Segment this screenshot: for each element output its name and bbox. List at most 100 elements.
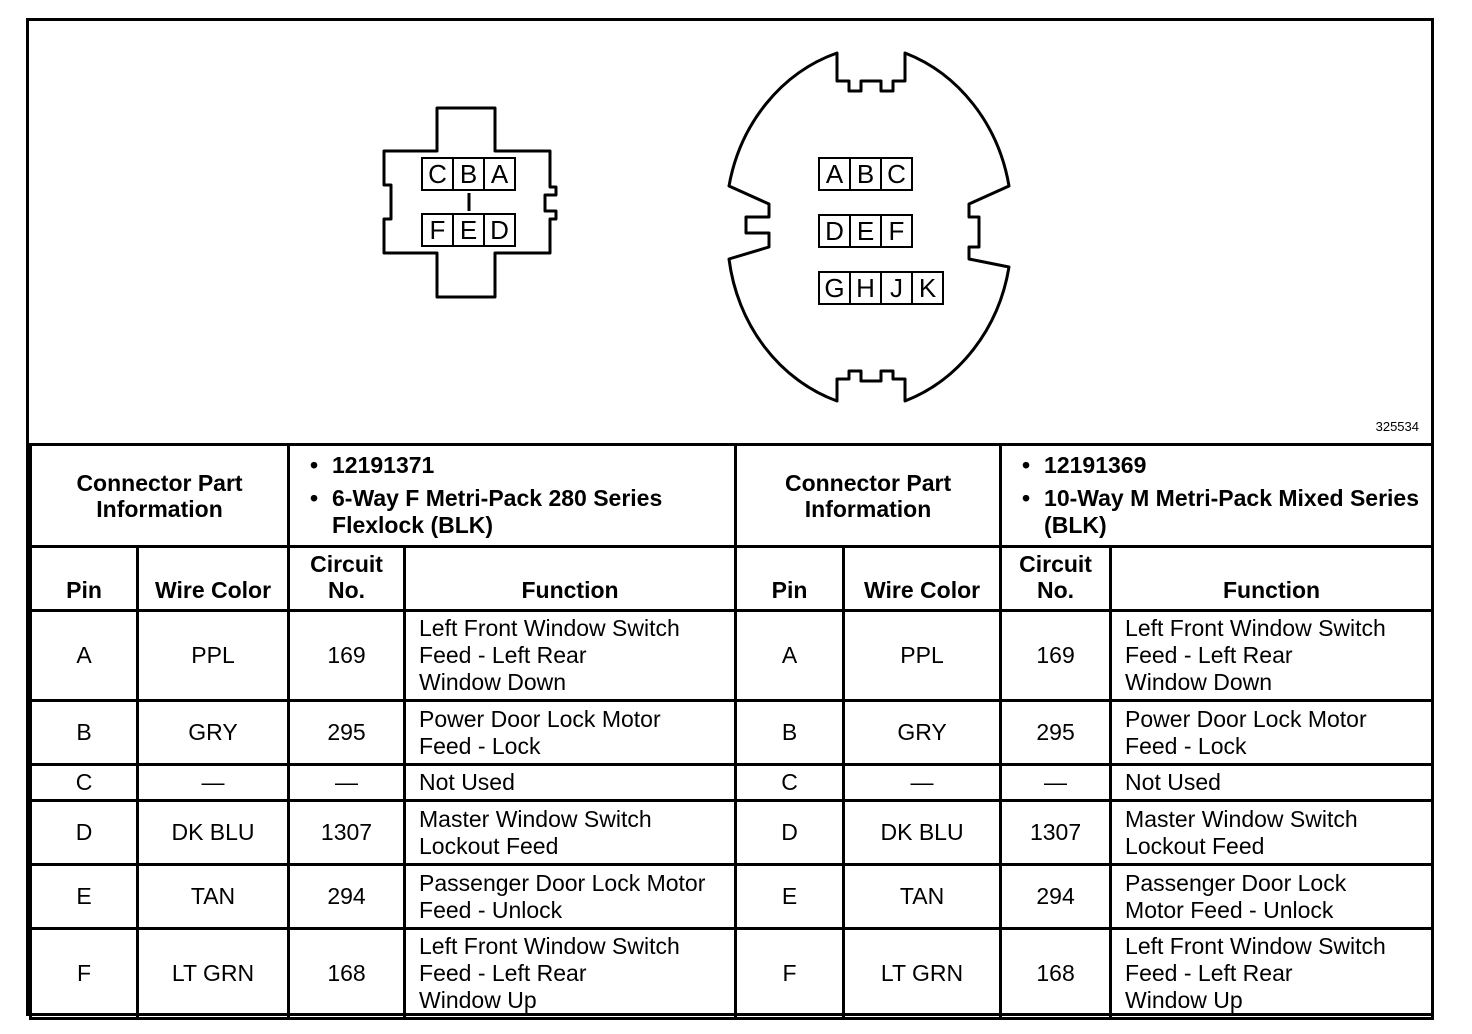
header-pin: Pin <box>734 545 846 612</box>
function-line: Feed - Left Rear <box>419 642 587 668</box>
right-pin-label-h: H <box>856 273 875 303</box>
circuit-cell: 294 <box>287 863 407 930</box>
header-wire-color: Wire Color <box>842 545 1003 612</box>
right-connector-part-label: Connector Part Information <box>734 443 1003 548</box>
left-connector-info: 12191371 6-Way F Metri-Pack 280 Series F… <box>287 443 738 548</box>
left-pin-label-b: B <box>460 159 477 189</box>
circuit-cell: 294 <box>999 863 1113 930</box>
wire-color-cell: PPL <box>842 609 1003 702</box>
figure-id: 325534 <box>1375 419 1419 434</box>
right-pin-label-g: G <box>824 273 844 303</box>
pin-cell: F <box>734 927 846 1020</box>
wire-color-cell: GRY <box>842 699 1003 766</box>
pin-cell: E <box>29 863 139 930</box>
function-line: Feed - Lock <box>1125 732 1247 759</box>
right-pin-label-c: C <box>887 159 906 189</box>
header-function: Function <box>1109 545 1435 612</box>
wire-color-cell: — <box>135 763 291 802</box>
function-line: Motor Feed - Unlock <box>1125 896 1334 923</box>
function-line: Left Front Window Switch <box>1125 933 1386 959</box>
function-line: Window Down <box>1125 669 1273 695</box>
right-pin-cavity-k <box>911 271 944 305</box>
function-line: Window Down <box>419 669 567 695</box>
pin-cell: E <box>734 863 846 930</box>
pin-cell: C <box>734 763 846 802</box>
right-pin-label-f: F <box>889 216 905 246</box>
function-line: Master Window Switch <box>1125 805 1358 832</box>
wire-color-cell: PPL <box>135 609 291 702</box>
wire-color-cell: TAN <box>135 863 291 930</box>
pin-cell: B <box>29 699 139 766</box>
right-pin-label-e: E <box>857 216 874 246</box>
pin-cell: A <box>734 609 846 702</box>
left-pin-label-c: C <box>428 159 447 189</box>
pin-cell: A <box>29 609 139 702</box>
function-line: Not Used <box>1125 769 1221 795</box>
function-line: Feed - Lock <box>419 732 541 759</box>
header-function: Function <box>403 545 738 612</box>
right-connector-outline <box>727 51 1011 403</box>
function-line: Master Window Switch <box>419 805 652 832</box>
wire-color-cell: DK BLU <box>135 799 291 866</box>
function-line: Window Up <box>419 987 537 1013</box>
right-pin-label-k: K <box>919 273 937 303</box>
function-line: Feed - Left Rear <box>1125 960 1293 986</box>
right-pin-label-j: J <box>890 273 903 303</box>
function-line: Not Used <box>419 769 515 795</box>
circuit-cell: 169 <box>287 609 407 702</box>
circuit-cell: 168 <box>287 927 407 1020</box>
pin-cell: F <box>29 927 139 1020</box>
function-line: Feed - Left Rear <box>419 960 587 986</box>
function-line: Left Front Window Switch <box>1125 615 1386 641</box>
wire-color-cell: — <box>842 763 1003 802</box>
wire-color-cell: GRY <box>135 699 291 766</box>
right-pin-label-d: D <box>825 216 844 246</box>
pin-cell: C <box>29 763 139 802</box>
pinout-table: Connector Part Information 12191371 6-Wa… <box>28 443 1435 1020</box>
header-pin: Pin <box>29 545 139 612</box>
circuit-cell: 1307 <box>287 799 407 866</box>
right-pin-cavity-c <box>880 157 913 191</box>
circuit-cell: 295 <box>287 699 407 766</box>
function-cell: Not Used <box>403 763 738 802</box>
function-line: Power Door Lock Motor <box>419 705 661 732</box>
right-part-number: 12191369 <box>1002 452 1431 479</box>
pin-cell: D <box>29 799 139 866</box>
circuit-cell: — <box>287 763 407 802</box>
wire-color-cell: TAN <box>842 863 1003 930</box>
right-pin-label-a: A <box>826 159 844 189</box>
function-line: Window Up <box>1125 987 1243 1013</box>
circuit-cell: 169 <box>999 609 1113 702</box>
circuit-cell: — <box>999 763 1113 802</box>
function-line: Lockout Feed <box>419 832 559 859</box>
function-line: Left Front Window Switch <box>419 615 680 641</box>
left-connector-description: 6-Way F Metri-Pack 280 Series Flexlock (… <box>290 485 734 539</box>
left-part-number: 12191371 <box>290 452 734 479</box>
header-wire-color: Wire Color <box>135 545 291 612</box>
left-pin-label-d: D <box>490 215 509 245</box>
circuit-cell: 168 <box>999 927 1113 1020</box>
left-connector-outline <box>382 106 558 299</box>
function-line: Power Door Lock Motor <box>1125 705 1367 732</box>
left-connector-part-label: Connector Part Information <box>28 443 291 548</box>
